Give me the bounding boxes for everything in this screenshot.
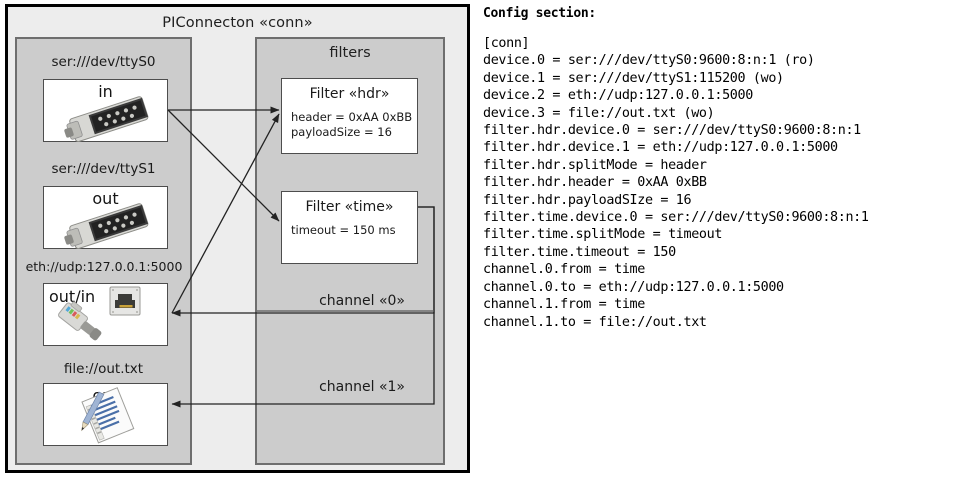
filter-prop: header = 0xAA 0xBB	[291, 110, 413, 124]
device-label-file: file://out.txt	[63, 361, 144, 377]
filter-prop: payloadSize = 16	[291, 125, 392, 139]
config-line: channel.1.to = file://out.txt	[483, 314, 707, 330]
channel-label-1: channel «1»	[319, 379, 405, 395]
device-label-ttyS1: ser:///dev/ttyS1	[51, 161, 156, 177]
config-line: device.3 = file://out.txt (wo)	[483, 105, 715, 121]
filter-props-time: timeout = 150 ms	[291, 223, 396, 238]
config-line: channel.1.from = time	[483, 297, 645, 313]
config-line: device.2 = eth://udp:127.0.0.1:5000	[483, 88, 753, 104]
text-document-icon	[81, 387, 135, 444]
filter-title-time: Filter «time»	[305, 199, 394, 215]
filter-prop: timeout = 150 ms	[291, 223, 396, 237]
filters-panel-title: filters	[329, 45, 371, 61]
config-line: filter.hdr.header = 0xAA 0xBB	[483, 175, 707, 191]
filter-props-hdr: header = 0xAA 0xBB payloadSize = 16	[291, 110, 412, 140]
config-line: [conn]	[483, 36, 530, 51]
config-line: device.1 = ser:///dev/ttyS1:115200 (wo)	[483, 70, 784, 86]
serial-db9-icon	[64, 203, 149, 250]
device-box-file[interactable]: out	[43, 383, 168, 446]
config-line: filter.time.splitMode = timeout	[483, 227, 723, 243]
serial-db9-icon	[64, 96, 149, 143]
config-line: filter.hdr.device.0 = ser:///dev/ttyS0:9…	[483, 123, 861, 139]
page-title: PIConnecton «conn»	[162, 15, 313, 31]
device-box-ttyS1[interactable]: out	[43, 186, 168, 250]
config-body: [conn] device.0 = ser:///dev/ttyS0:9600:…	[483, 35, 961, 331]
device-label-ttyS0: ser:///dev/ttyS0	[51, 54, 156, 70]
device-box-eth[interactable]: out/in	[43, 283, 168, 346]
filter-box-time[interactable]: Filter «time» timeout = 150 ms	[281, 191, 418, 264]
config-line: device.0 = ser:///dev/ttyS0:9600:8:n:1 (…	[483, 53, 815, 69]
config-heading: Config section:	[483, 6, 596, 21]
config-section: Config section: [conn] device.0 = ser://…	[483, 6, 961, 331]
config-line: filter.time.device.0 = ser:///dev/ttyS0:…	[483, 210, 869, 226]
config-line: filter.hdr.splitMode = header	[483, 157, 707, 173]
device-direction-ttyS0: in	[98, 82, 113, 101]
device-direction-ttyS1: out	[92, 189, 119, 208]
config-line: filter.hdr.payloadSIze = 16	[483, 192, 692, 208]
config-line: filter.time.timeout = 150	[483, 244, 676, 260]
channel-label-0: channel «0»	[319, 293, 405, 309]
config-line: channel.0.from = time	[483, 262, 645, 278]
filter-box-hdr[interactable]: Filter «hdr» header = 0xAA 0xBB payloadS…	[281, 78, 418, 154]
ethernet-jack-icon	[58, 286, 141, 341]
filter-title-hdr: Filter «hdr»	[309, 86, 390, 102]
config-line: channel.0.to = eth://udp:127.0.0.1:5000	[483, 279, 784, 295]
config-line: filter.hdr.device.1 = eth://udp:127.0.0.…	[483, 140, 838, 156]
device-direction-eth: out/in	[49, 287, 96, 306]
device-box-ttyS0[interactable]: in	[43, 79, 168, 143]
device-label-eth: eth://udp:127.0.0.1:5000	[25, 259, 183, 274]
